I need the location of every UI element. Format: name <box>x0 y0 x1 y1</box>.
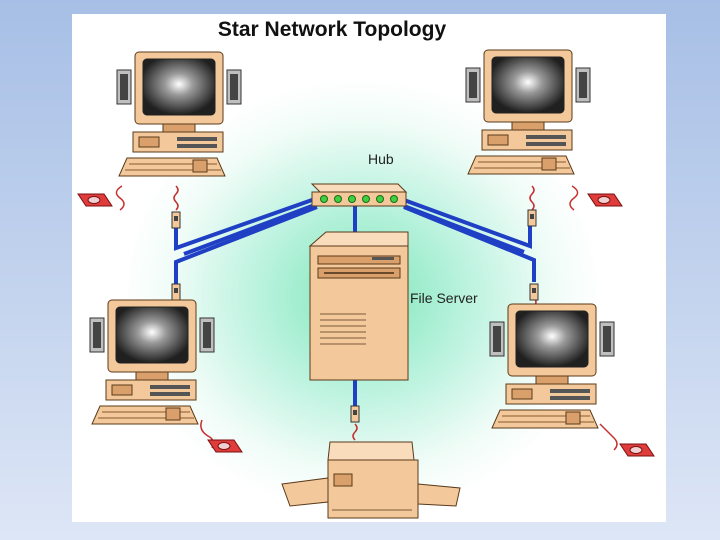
mouse-bottom-right <box>619 443 655 457</box>
connector-top-left <box>171 211 181 229</box>
printer-icon <box>281 441 461 519</box>
mouse-top-left <box>77 193 113 207</box>
connector-bottom-left <box>171 283 181 301</box>
slide: Star Network Topology Hub File Server <box>72 14 666 522</box>
star-topology-diagram <box>77 49 655 519</box>
hub-icon <box>310 183 408 207</box>
network-cables <box>174 198 536 406</box>
diagram-title: Star Network Topology <box>217 18 447 41</box>
file-server-icon <box>308 231 409 381</box>
file-server-label: File Server <box>410 290 478 306</box>
hub-label: Hub <box>368 151 394 167</box>
connector-printer <box>350 405 360 423</box>
connector-top-right <box>527 209 537 227</box>
connector-bottom-right <box>529 283 539 301</box>
mouse-top-right <box>587 193 623 207</box>
